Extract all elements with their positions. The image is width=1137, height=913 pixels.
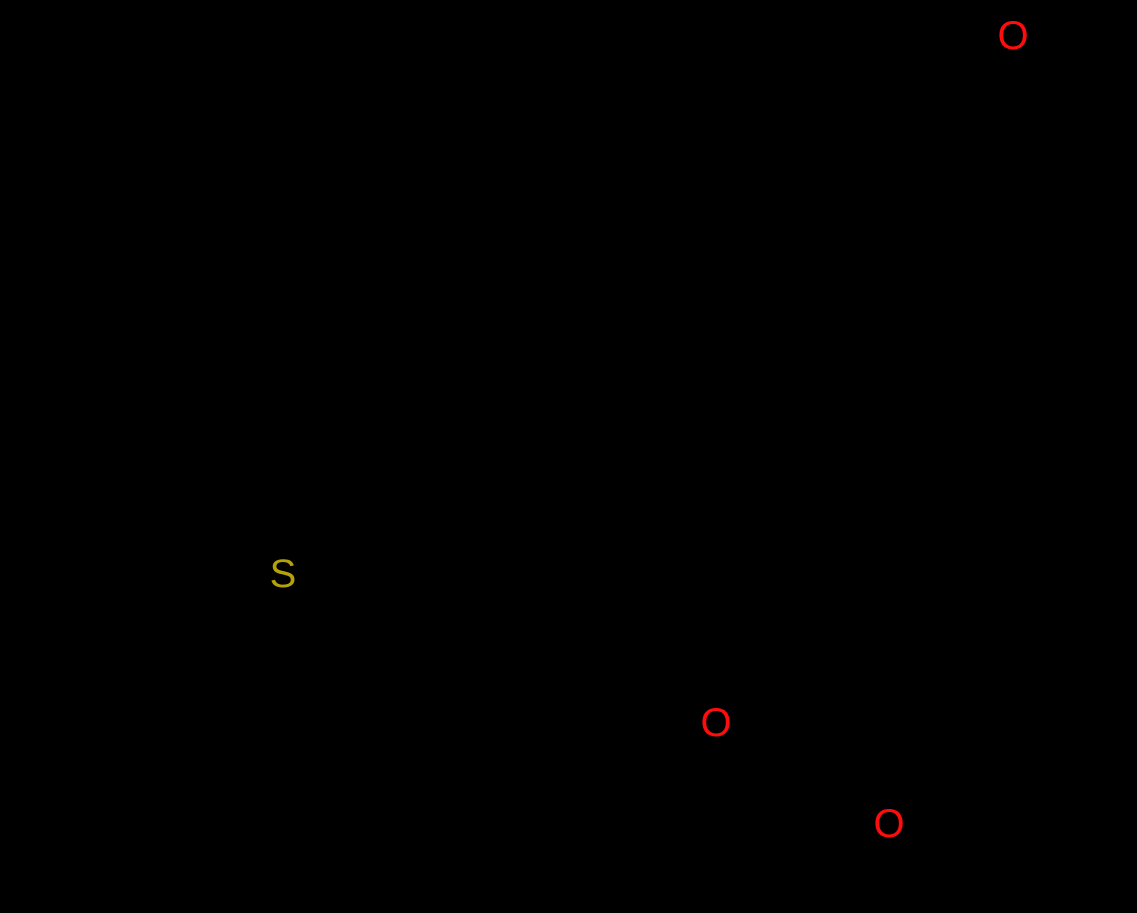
bond-segment — [701, 266, 782, 318]
bond-segment — [623, 266, 705, 318]
bond-segment — [856, 406, 938, 458]
bond-segment — [868, 732, 901, 802]
bond-segment — [256, 260, 338, 312]
bond-segment — [1011, 406, 1092, 458]
bond-segment — [934, 406, 1015, 458]
bond-group — [143, 48, 1092, 840]
bond-segment — [701, 540, 782, 592]
bond-segment — [856, 266, 938, 318]
bond-segment — [412, 120, 494, 172]
bond-segment — [701, 406, 782, 458]
bond-segment — [490, 540, 572, 592]
bond-segment — [568, 168, 627, 270]
bond-segment — [778, 680, 860, 732]
bond-segment — [334, 260, 416, 312]
bond-segment — [143, 666, 237, 840]
bond-segment — [934, 266, 1015, 318]
bond-segment — [308, 540, 416, 572]
bond-segment — [726, 680, 782, 714]
atom-label-oxygen-bottom-center: O — [700, 701, 732, 745]
bond-segment — [343, 48, 416, 172]
bond-segment — [934, 126, 1015, 178]
bond-segment — [412, 260, 502, 312]
bond-segment — [778, 266, 860, 318]
bond-segment — [701, 126, 782, 178]
atom-label-oxygen-top-right: O — [997, 14, 1029, 58]
bond-segment — [412, 400, 494, 452]
bond-segment — [334, 400, 416, 452]
bond-segment — [490, 400, 572, 452]
bond-segment — [856, 728, 891, 802]
bond-segment — [1011, 126, 1092, 178]
bond-segment — [778, 406, 860, 458]
bond-segment — [233, 596, 285, 670]
atom-label-oxygen-bottom-right: O — [873, 802, 905, 846]
bond-segment — [412, 540, 494, 592]
bond-segment — [490, 120, 572, 172]
atom-label-sulfur-left: S — [269, 552, 297, 596]
bond-segment — [623, 126, 705, 178]
